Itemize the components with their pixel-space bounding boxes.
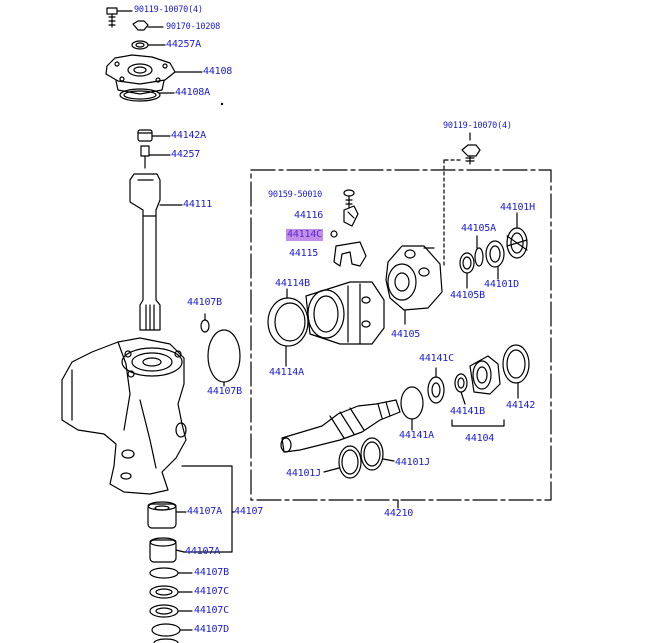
part-label-44114A: 44114A xyxy=(269,367,304,378)
ring-44105B xyxy=(459,252,475,289)
part-label-44107A-lower: 44107A xyxy=(185,546,220,557)
part-label-44141A: 44141A xyxy=(399,430,434,441)
o-ring-44107B-small xyxy=(200,313,210,333)
cover-44108 xyxy=(105,54,203,95)
part-label-44107B-lower: 44107B xyxy=(207,386,242,397)
part-label-44142A: 44142A xyxy=(171,130,206,141)
ring-44141B xyxy=(454,373,468,405)
part-label-90119-10070-right: 90119-10070(4) xyxy=(443,121,512,131)
valve-body-44105 xyxy=(385,245,443,325)
bearing-44141C xyxy=(427,367,445,404)
part-label-44107B-upper: 44107B xyxy=(187,297,222,308)
shaft-44111 xyxy=(129,173,183,331)
nut-top-cover xyxy=(132,20,164,31)
part-label-44141B: 44141B xyxy=(450,406,485,417)
part-label-44105: 44105 xyxy=(391,329,421,340)
part-label-44114B: 44114B xyxy=(275,278,310,289)
o-ring-44107B-large xyxy=(207,329,241,387)
part-label-44257: 44257 xyxy=(171,149,201,160)
nut-44104 xyxy=(451,355,505,427)
part-label-44101D: 44101D xyxy=(484,279,519,290)
part-label-44105A: 44105A xyxy=(461,223,496,234)
bolt-44210 xyxy=(443,132,481,269)
part-label-90119-10070-top: 90119-10070(4) xyxy=(134,5,203,15)
screw-90159-50010 xyxy=(343,189,355,209)
clip-44116 xyxy=(343,205,359,227)
part-label-44107B-stack: 44107B xyxy=(194,567,229,578)
part-label-44101J-right: 44101J xyxy=(395,457,430,468)
steering-gear-housing xyxy=(61,337,187,495)
part-label-44107A-upper: 44107A xyxy=(187,506,222,517)
part-label-44111: 44111 xyxy=(183,199,213,210)
screw-44257 xyxy=(140,145,171,169)
part-label-44105B: 44105B xyxy=(450,290,485,301)
part-label-44210: 44210 xyxy=(384,508,414,519)
gasket-44108A xyxy=(119,88,224,106)
rings-44107-stack xyxy=(149,567,193,643)
part-label-90170-10208: 90170-10208 xyxy=(166,22,221,32)
worm-shaft-44141 xyxy=(280,399,401,453)
seal-44257A xyxy=(131,40,166,50)
sub-assembly-frame xyxy=(250,169,552,501)
ring-44114B xyxy=(267,288,309,367)
bearing-44107A-lower xyxy=(149,537,185,563)
part-label-44257A: 44257A xyxy=(166,39,201,50)
housing-44114 xyxy=(305,281,385,345)
retainer-44115 xyxy=(333,241,367,267)
part-label-90159-50010: 90159-50010 xyxy=(268,190,323,200)
bearing-44107A-upper xyxy=(147,501,187,529)
part-label-44101H: 44101H xyxy=(500,202,535,213)
part-label-44107D: 44107D xyxy=(194,624,229,635)
ring-44101D xyxy=(485,240,505,280)
part-label-44142: 44142 xyxy=(506,400,536,411)
rings-44101J xyxy=(323,437,395,479)
ring-44114C xyxy=(330,230,338,238)
part-label-44101J-left: 44101J xyxy=(286,468,321,479)
part-label-44115: 44115 xyxy=(289,248,319,259)
part-label-44107C-lower: 44107C xyxy=(194,605,229,616)
seal-44142 xyxy=(502,344,530,399)
part-label-44107: 44107 xyxy=(234,506,264,517)
o-ring-44141A xyxy=(400,386,424,431)
part-label-44141C: 44141C xyxy=(419,353,454,364)
nut-44142A xyxy=(137,129,171,142)
part-label-44116: 44116 xyxy=(294,210,324,221)
part-label-44108A: 44108A xyxy=(175,87,210,98)
part-label-44108: 44108 xyxy=(203,66,233,77)
bolt-top-cover xyxy=(106,7,133,28)
bearing-44101H xyxy=(506,212,528,259)
bracket-44107 xyxy=(181,465,235,553)
part-label-44114C-highlighted: 44114C xyxy=(286,229,323,241)
ring-44105A xyxy=(474,235,484,267)
part-label-44107C-upper: 44107C xyxy=(194,586,229,597)
part-label-44104: 44104 xyxy=(465,433,495,444)
